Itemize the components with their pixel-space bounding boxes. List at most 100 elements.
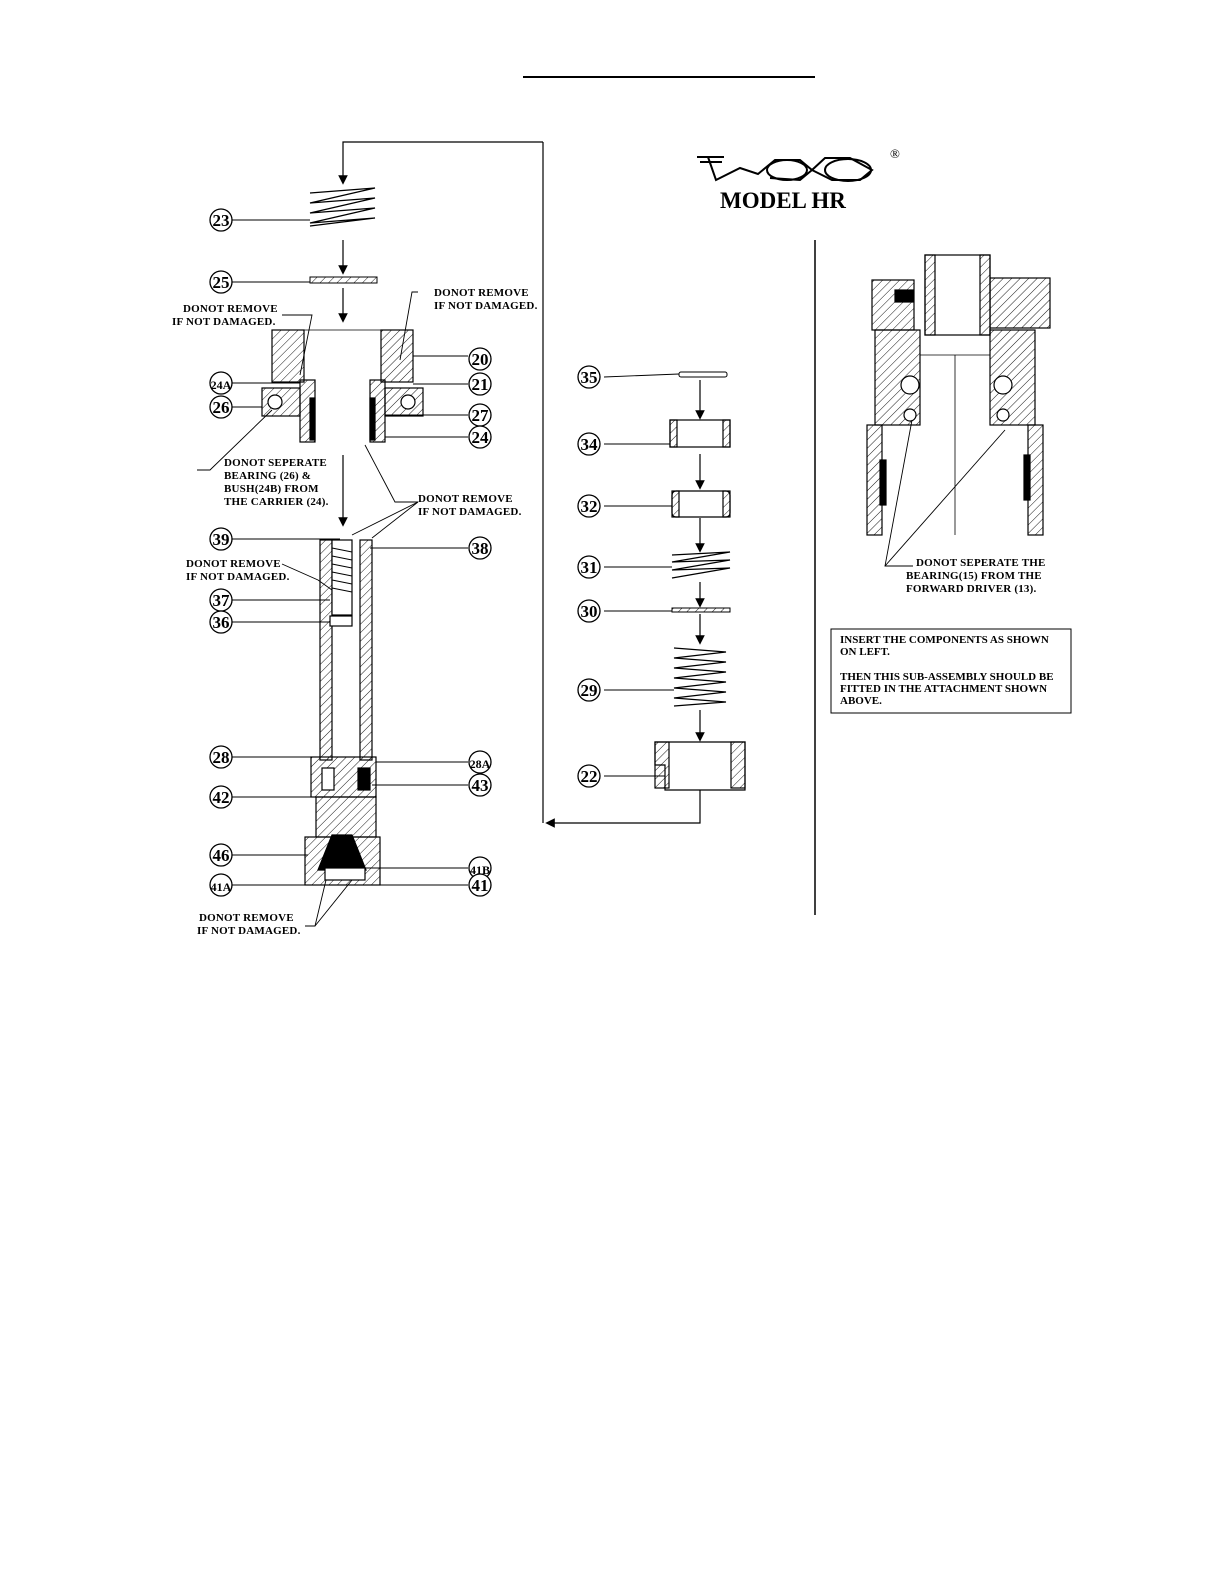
balloon-42: 42 [209,785,233,809]
note-line: DONOT REMOVE [183,303,278,315]
balloon-circle [577,494,601,518]
balloon-23: 23 [209,208,233,232]
balloon-label: 34 [581,435,599,454]
balloon-29: 29 [577,678,601,702]
note-line: DONOT REMOVE [186,558,281,570]
note-line: DONOT REMOVE [434,287,529,299]
balloon-circle [577,365,601,389]
balloon-circle [209,843,233,867]
balloon-30: 30 [577,599,601,623]
balloon-32: 32 [577,494,601,518]
balloon-label: 21 [472,375,489,394]
registered-mark: ® [890,146,900,161]
balloon-label: 32 [581,497,598,516]
balloon-circle [468,347,492,371]
note-line: IF NOT DAMAGED. [418,506,522,518]
balloon-41a: 41A [209,873,233,897]
assembly-flow-arrows [338,141,705,828]
instruction-line: FITTED IN THE ATTACHMENT SHOWN [840,683,1047,695]
balloon-label: 46 [213,846,230,865]
balloon-label: 28 [213,748,230,767]
balloon-circle [468,773,492,797]
balloon-label: 38 [472,539,489,558]
part-bush-34 [669,419,731,448]
part-washer-30 [671,607,731,613]
attachment-section-view [866,254,1051,536]
note-line: IF NOT DAMAGED. [186,571,290,583]
note-do-not-remove-left-top: DONOT REMOVE IF NOT DAMAGED. [172,303,278,328]
note-line: BEARING(15) FROM THE [906,570,1042,582]
part-spring-31 [671,551,731,579]
balloon-24a: 24A [209,371,233,395]
part-carrier-24 [261,329,424,443]
balloon-25: 25 [209,270,233,294]
balloon-label: 25 [213,273,230,292]
part-shaft [304,539,381,886]
balloon-label: 24A [211,378,232,392]
balloon-label: 31 [581,558,598,577]
balloon-label: 41A [211,880,232,894]
balloon-circle [577,678,601,702]
brand-logo: ® MODEL HR [697,146,900,213]
balloon-label: 26 [213,398,230,417]
model-title: MODEL HR [720,188,846,213]
note-line: DONOT REMOVE [418,493,513,505]
note-do-not-separate-driver: DONOT SEPERATE THE BEARING(15) FROM THE … [906,557,1045,595]
balloon-circle [209,371,233,395]
balloon-circle [577,764,601,788]
balloon-28: 28 [209,745,233,769]
balloon-circle [468,873,492,897]
balloon-label: 29 [581,681,598,700]
part-nut-22 [654,741,746,791]
balloon-39: 39 [209,527,233,551]
balloon-label: 24 [472,428,490,447]
part-ring-35 [678,371,728,378]
balloon-label: 27 [472,406,490,425]
balloon-label: 41B [470,863,490,877]
balloon-43: 43 [468,773,492,797]
balloon-21: 21 [468,372,492,396]
note-do-not-remove-mid: DONOT REMOVE IF NOT DAMAGED. [418,493,522,518]
instruction-line: ON LEFT. [840,646,890,658]
balloon-label: 37 [213,591,231,610]
balloon-circle [468,372,492,396]
note-line: DONOT REMOVE [199,912,294,924]
balloon-26: 26 [209,395,233,419]
balloon-38: 38 [468,536,492,560]
leader-lines [197,219,1006,927]
balloon-46: 46 [209,843,233,867]
balloon-28a: 28A [468,750,492,774]
instruction-line: THEN THIS SUB-ASSEMBLY SHOULD BE [840,671,1054,683]
balloon-label: 42 [213,788,230,807]
note-line: BEARING (26) & [224,470,311,482]
balloon-label: 39 [213,530,230,549]
note-line: FORWARD DRIVER (13). [906,583,1036,595]
balloon-circle [577,599,601,623]
note-line: DONOT SEPERATE [224,457,327,469]
balloon-label: 20 [472,350,489,369]
note-line: IF NOT DAMAGED. [434,300,538,312]
part-bush-32 [671,490,731,518]
note-do-not-remove-right-top: DONOT REMOVE IF NOT DAMAGED. [434,287,538,312]
balloon-label: 22 [581,767,598,786]
balloon-label: 23 [213,211,230,230]
balloon-label: 35 [581,368,598,387]
part-spring-23 [309,187,376,227]
part-washer-25 [309,276,378,284]
balloon-label: 28A [470,757,491,771]
balloon-circle [468,750,492,774]
balloon-label: 43 [472,776,489,795]
note-do-not-remove-left-mid: DONOT REMOVE IF NOT DAMAGED. [186,558,290,583]
note-line: THE CARRIER (24). [224,496,329,508]
balloon-circle [209,745,233,769]
note-line: BUSH(24B) FROM [224,483,319,495]
balloon-20: 20 [468,347,492,371]
balloon-circle [468,536,492,560]
balloon-circle [468,425,492,449]
balloon-24: 24 [468,425,492,449]
balloon-circle [209,270,233,294]
balloon-41b: 41B [468,856,492,880]
balloon-circle [209,527,233,551]
instruction-line: INSERT THE COMPONENTS AS SHOWN [840,634,1049,646]
